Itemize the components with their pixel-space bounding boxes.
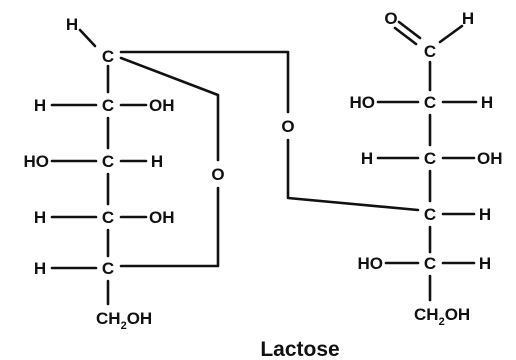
ring-oxygen: O: [211, 165, 224, 184]
bond-aldehyde-o-b: [393, 26, 418, 46]
right-sugar-atoms: O H C HO C H H C OH C H HO C H CH2OH: [350, 9, 503, 328]
atom-h: H: [34, 96, 46, 115]
atom-c: C: [424, 205, 436, 224]
atom-h: H: [66, 15, 78, 34]
atom-c: C: [102, 152, 114, 171]
atom-oh: OH: [149, 96, 175, 115]
bond-aldehyde-h: [438, 24, 464, 44]
atom-h: H: [151, 152, 163, 171]
bond-glycosidic-o-c4: [286, 138, 420, 212]
atom-ho: HO: [24, 152, 50, 171]
atom-oh: OH: [149, 208, 175, 227]
ch2oh-group: CH2OH: [96, 309, 152, 332]
atom-oh: OH: [477, 149, 503, 168]
ch2oh-group: CH2OH: [414, 305, 470, 328]
atom-oh: OH: [445, 305, 471, 324]
atom-c: C: [424, 42, 436, 61]
bond-ring-o-c5: [119, 186, 220, 268]
atom-oh: OH: [127, 309, 153, 328]
bond-aldehyde-o-a: [397, 20, 422, 40]
atom-c: C: [102, 259, 114, 278]
aldehyde-oxygen: O: [384, 9, 397, 28]
atom-c: C: [102, 96, 114, 115]
atom-c: C: [424, 149, 436, 168]
subscript-2: 2: [439, 316, 445, 328]
atom-h: H: [462, 9, 474, 28]
atom-h: H: [34, 259, 46, 278]
diagram-caption: Lactose: [260, 338, 339, 360]
bond-ring-c1-o: [119, 56, 220, 162]
left-sugar-atoms: H C H C OH HO C H H C OH H C CH2OH O: [24, 15, 225, 332]
atom-c: C: [424, 254, 436, 273]
atom-h: H: [34, 208, 46, 227]
atom-h: H: [481, 93, 493, 112]
atom-h: H: [361, 149, 373, 168]
bond-c1-glycosidic-o: [119, 50, 290, 114]
atom-h: H: [479, 205, 491, 224]
glycosidic-oxygen: O: [281, 117, 294, 136]
atom-c: C: [102, 47, 114, 66]
subscript-2: 2: [121, 320, 127, 332]
atom-c: C: [102, 208, 114, 227]
atom-ho: HO: [350, 93, 376, 112]
atom-ch: CH: [96, 309, 121, 328]
atom-h: H: [479, 254, 491, 273]
atom-ch: CH: [414, 305, 439, 324]
atom-c: C: [424, 93, 436, 112]
bonds: [50, 20, 478, 306]
atom-ho: HO: [358, 254, 384, 273]
bond-c1-h: [78, 28, 97, 48]
